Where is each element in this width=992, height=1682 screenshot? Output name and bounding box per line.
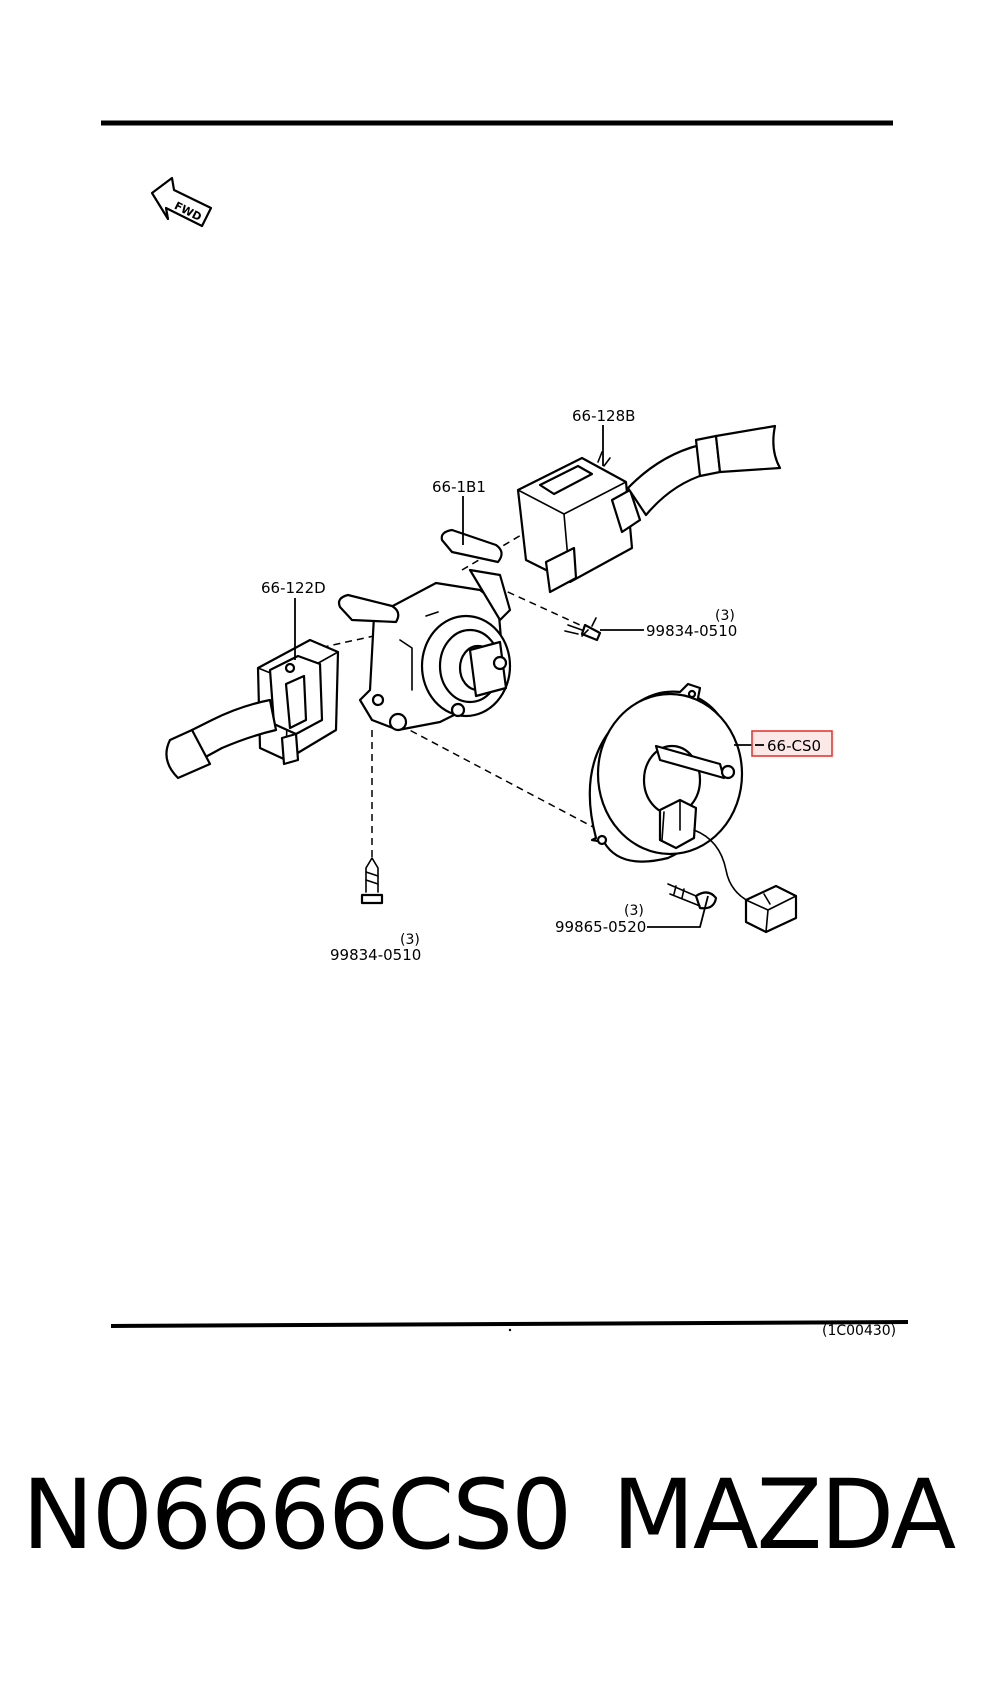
screw-lower-part: 99834-0510 — [330, 946, 421, 964]
combination-body — [337, 528, 512, 732]
figure-code: (1C00430) — [822, 1323, 896, 1339]
caption-brand: MAZDA — [612, 1459, 956, 1571]
callout-66-128B: 66-128B — [572, 407, 635, 425]
callout-66-122D: 66-122D — [261, 579, 326, 597]
leader-lines — [294, 425, 752, 928]
caption: N06666CS0 MAZDA — [0, 1455, 992, 1575]
screw-upper-qty: (3) — [715, 608, 735, 624]
screw-clock — [667, 883, 718, 910]
fwd-arrow-icon: FWD — [150, 176, 213, 228]
clock-spring — [588, 682, 798, 934]
screw-lower — [360, 857, 384, 905]
screw-lower-qty: (3) — [400, 932, 420, 948]
caption-part-number: N06666CS0 — [22, 1459, 572, 1571]
screw-upper — [564, 617, 602, 642]
highlight-box — [751, 730, 833, 757]
callout-66-CS0: 66-CS0 — [767, 737, 821, 755]
rule-dot — [508, 1328, 512, 1332]
switch-right — [516, 424, 782, 594]
screw-clock-qty: (3) — [624, 903, 644, 919]
screw-upper-part: 99834-0510 — [646, 622, 737, 640]
bottom-rule — [110, 1320, 909, 1328]
screw-clock-part: 99865-0520 — [555, 918, 646, 936]
callout-66-1B1: 66-1B1 — [432, 478, 486, 496]
switch-left — [165, 638, 340, 780]
